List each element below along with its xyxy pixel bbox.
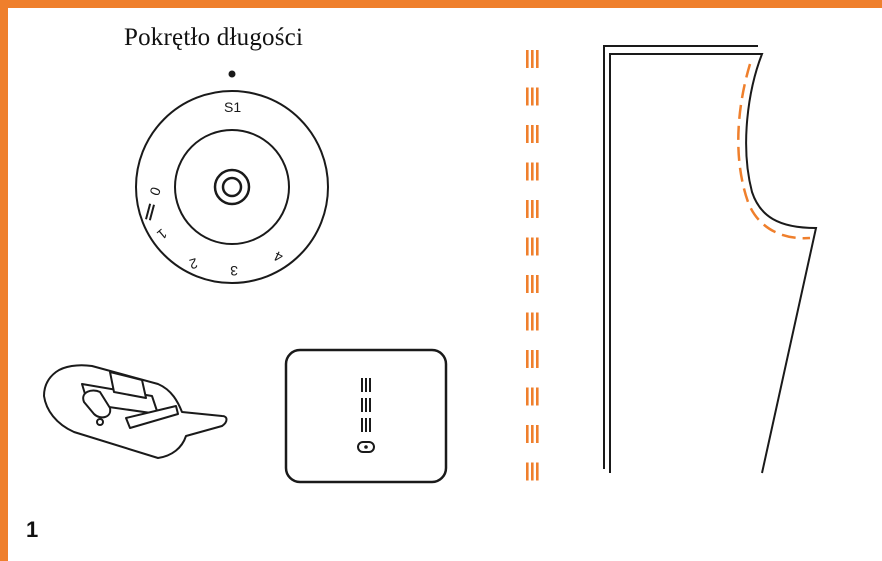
dial-indicator-dot: [228, 70, 236, 78]
stitch-bar: [526, 87, 529, 106]
triple-stitch-mark: [526, 312, 539, 331]
stitch-bar: [531, 50, 534, 68]
stitch-bar: [526, 312, 529, 331]
stitch-bar: [526, 425, 529, 443]
stitch-bar: [536, 237, 539, 256]
stitch-bar: [536, 462, 539, 481]
stitch-bar: [531, 200, 534, 218]
stitch-selector-panel: [284, 348, 448, 484]
garment-seam-line: [737, 63, 811, 240]
triple-stitch-mark: [526, 87, 539, 106]
stitch-bar: [536, 275, 539, 293]
stitch-bar: [531, 275, 534, 293]
stitch-bar: [531, 162, 534, 181]
stitch-bar: [531, 350, 534, 368]
stitch-bar: [526, 350, 529, 368]
stitch-bar: [531, 87, 534, 106]
stitch-bar: [526, 125, 529, 143]
foot-right-toe: [125, 405, 179, 429]
stitch-bar: [531, 387, 534, 406]
triple-stitch-mark: [526, 162, 539, 181]
stitch-bar: [536, 87, 539, 106]
triple-stitch-mark: [526, 200, 539, 218]
dial-label-3: 3: [230, 263, 238, 279]
foot-screw: [96, 418, 104, 426]
panel-needle-dot-icon: [364, 445, 368, 449]
foot-shank: [109, 371, 147, 399]
stitch-bar: [526, 462, 529, 481]
garment-outer-edge: [603, 45, 758, 469]
dial-outer-ring: [135, 90, 329, 284]
stitch-bar: [526, 275, 529, 293]
dial-label-2: 2: [187, 255, 199, 273]
dial-top-label: S1: [224, 99, 241, 115]
dial-label-1: 1: [154, 226, 170, 243]
stitch-bar: [536, 162, 539, 181]
dial-inner-ring: [174, 129, 290, 245]
stitch-bar: [536, 125, 539, 143]
stitch-bar: [536, 312, 539, 331]
length-dial: [135, 70, 329, 284]
dial-title: Pokrętło długości: [124, 24, 304, 51]
dial-label-4: 4: [271, 248, 285, 266]
stitch-bar: [526, 387, 529, 406]
stitch-bar: [526, 237, 529, 256]
triple-stitch-mark: [526, 50, 539, 68]
triple-stitch-mark: [526, 387, 539, 406]
stitch-bar: [531, 462, 534, 481]
panel-triple-stitch-symbol: [361, 378, 371, 432]
presser-foot-illustration: [43, 364, 228, 459]
stitch-bar: [536, 387, 539, 406]
triple-stitch-column: [526, 50, 539, 481]
garment-pattern-piece: [603, 45, 818, 474]
dial-label-0: 0: [146, 185, 164, 198]
triple-stitch-mark: [526, 237, 539, 256]
stitch-bar: [531, 125, 534, 143]
stitch-bar: [536, 50, 539, 68]
triple-stitch-mark: [526, 462, 539, 481]
triple-stitch-mark: [526, 350, 539, 368]
stitch-bar: [526, 162, 529, 181]
triple-stitch-mark: [526, 275, 539, 293]
stitch-bar: [536, 200, 539, 218]
stitch-bar: [531, 312, 534, 331]
triple-stitch-mark: [526, 125, 539, 143]
dial-stitch-symbol: [145, 203, 155, 221]
stitch-bar: [531, 425, 534, 443]
stitch-bar: [536, 350, 539, 368]
frame-top-border: [0, 0, 882, 8]
garment-inner-edge: [609, 53, 818, 474]
figure-number: 1: [26, 517, 39, 542]
dial-knob-center: [221, 176, 243, 198]
frame-left-border: [0, 0, 8, 561]
stitch-bar: [531, 237, 534, 256]
stitch-panel-frame: [284, 348, 448, 484]
stitch-bar: [526, 50, 529, 68]
stitch-bar: [526, 200, 529, 218]
dial-knob-ring: [213, 168, 251, 206]
foot-left-toe: [82, 389, 112, 419]
triple-stitch-mark: [526, 425, 539, 443]
stitch-bar: [536, 425, 539, 443]
